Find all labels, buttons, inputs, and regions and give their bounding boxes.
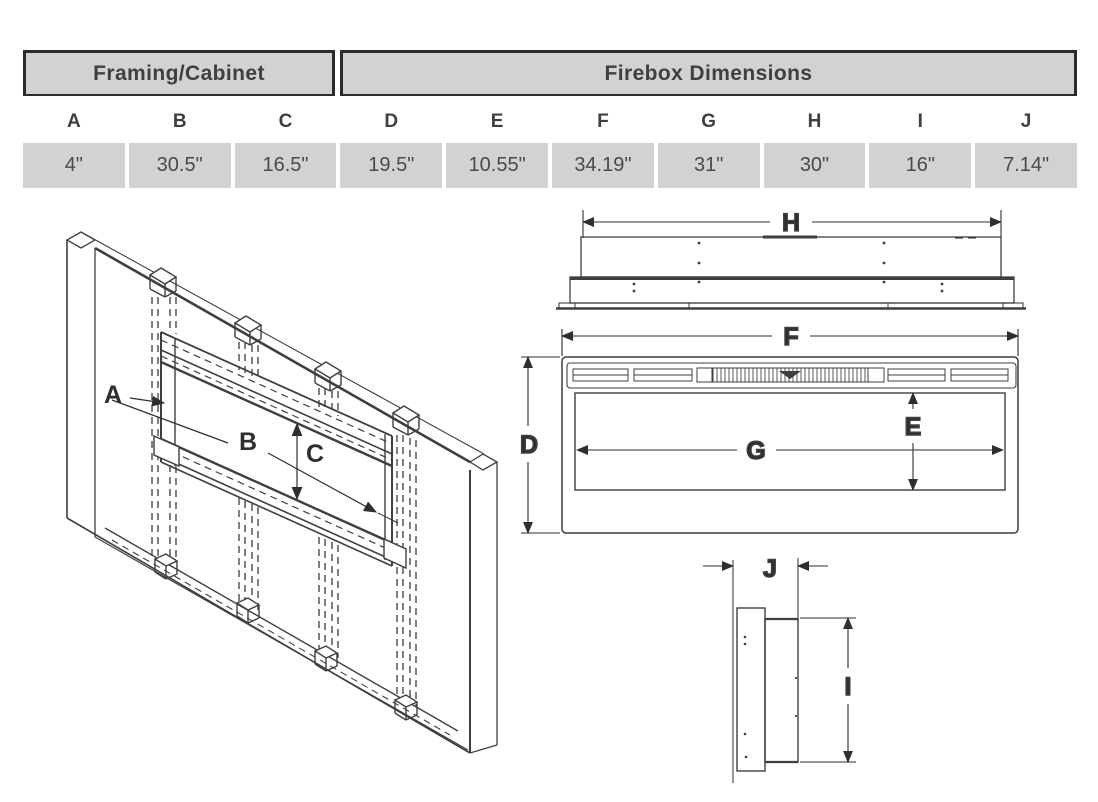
dim-label-d: D: [520, 431, 538, 459]
column-header-j: J: [1020, 111, 1032, 132]
top-view-screw-holes: [697, 237, 976, 265]
framing-isometric-view: A B C: [65, 231, 499, 754]
top-view-body-holes: [632, 280, 944, 293]
table-value-row: 4" 30.5" 16.5" 19.5" 10.55" 34.19" 31" 3…: [23, 143, 1077, 188]
value-e: 10.55": [446, 143, 548, 188]
value-b: 30.5": [128, 143, 231, 188]
dim-label-j: J: [763, 555, 777, 583]
d-dimension: [521, 355, 560, 535]
framing-dimension-callouts: [111, 395, 399, 524]
h-dimension: [581, 210, 1003, 238]
flange-ticks: [574, 303, 1004, 308]
value-a: 4": [23, 143, 125, 188]
value-d: 19.5": [340, 143, 443, 188]
side-view-holes: [743, 635, 798, 759]
column-header-i: I: [917, 111, 923, 132]
value-c: 16.5": [234, 143, 337, 188]
dim-label-g: G: [746, 437, 765, 465]
value-h: 30": [763, 143, 866, 188]
f-dimension: [560, 329, 1020, 356]
column-header-d: D: [384, 111, 399, 132]
firebox-side-view: J I: [703, 554, 856, 783]
opening-frame: [153, 331, 407, 570]
firebox-front-view: F D G: [519, 322, 1020, 535]
column-header-c: C: [278, 111, 293, 132]
i-dimension: [800, 616, 856, 764]
column-header-a: A: [67, 111, 81, 132]
dim-label-i: I: [845, 673, 852, 701]
dim-label-h: H: [782, 209, 800, 237]
firebox-top-view: H: [556, 208, 1026, 310]
top-plate-stud-caps: [148, 267, 421, 436]
dim-label-c: C: [306, 440, 324, 468]
dim-label-f: F: [783, 323, 798, 351]
table-column-letter-row: A B C D E F G H I J: [23, 106, 1077, 138]
column-header-f: F: [597, 111, 609, 132]
value-g: 31": [657, 143, 760, 188]
bottom-plate: [104, 527, 459, 736]
value-j: 7.14": [975, 143, 1077, 188]
group-header-framing-cabinet: Framing/Cabinet: [23, 50, 335, 96]
column-header-b: B: [172, 111, 187, 132]
column-header-g: G: [701, 111, 717, 132]
column-header-e: E: [490, 111, 504, 132]
dim-label-b: B: [239, 428, 257, 456]
value-f: 34.19": [552, 143, 654, 188]
vent-louvers: [572, 367, 1009, 383]
value-i: 16": [869, 143, 972, 188]
dim-label-a: A: [104, 381, 122, 409]
group-header-firebox-dimensions: Firebox Dimensions: [340, 50, 1077, 96]
table-group-header-row: Framing/Cabinet Firebox Dimensions: [23, 50, 1077, 96]
dim-label-e: E: [905, 413, 922, 441]
column-header-h: H: [807, 111, 822, 132]
